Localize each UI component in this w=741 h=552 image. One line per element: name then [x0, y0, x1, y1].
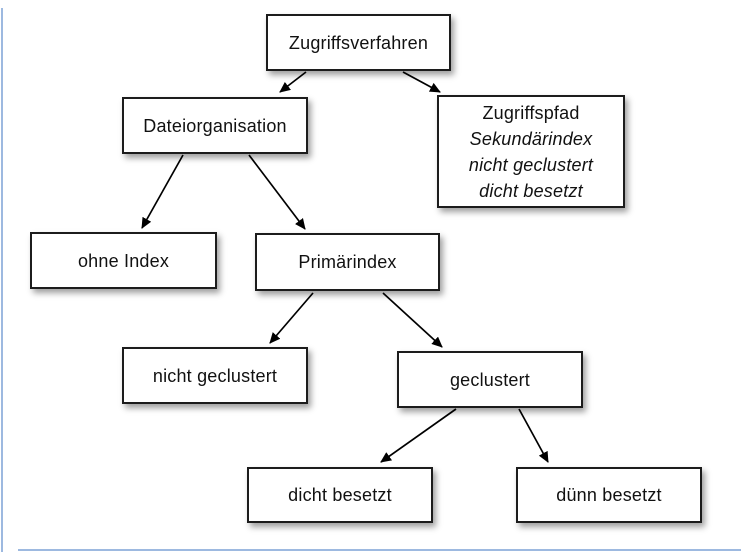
node-label: Dateiorganisation [143, 115, 287, 136]
edge-geclustert-duenn-besetzt [518, 408, 549, 463]
edge-primaerindex-geclustert [382, 292, 443, 348]
node-label: Zugriffsverfahren [288, 32, 429, 53]
node-dateiorganisation: Dateiorganisation [122, 97, 308, 154]
node-subline: Sekundärindex [469, 128, 593, 149]
edge-dateiorganisation-primaerindex [248, 154, 306, 230]
edge-dateiorganisation-ohne-index [141, 154, 184, 229]
node-nicht-geclustert: nicht geclustert [122, 347, 308, 404]
node-label: dicht besetzt [288, 485, 392, 505]
node-label: ohne Index [77, 250, 170, 271]
slide-edge-left [1, 8, 3, 552]
edge-primaerindex-nicht-geclustert [269, 292, 314, 344]
node-label: nicht geclustert [152, 365, 278, 386]
node-ohne-index: ohne Index [30, 232, 217, 289]
node-dicht-besetzt: dicht besetzt [247, 467, 433, 523]
slide-edge-bottom [18, 549, 741, 551]
node-subline: nicht geclustert [468, 154, 594, 175]
node-label: dünn besetzt [556, 485, 662, 505]
node-label: Primärindex [298, 252, 397, 272]
node-zugriffspfad: Zugriffspfad Sekundärindex nicht geclust… [437, 95, 625, 208]
node-primaerindex: Primärindex [255, 233, 440, 291]
edge-geclustert-dicht-besetzt [380, 408, 457, 463]
node-label: geclustert [449, 369, 531, 390]
edge-root-dateiorganisation [279, 71, 307, 93]
node-duenn-besetzt: dünn besetzt [516, 467, 702, 523]
node-subline: dicht besetzt [479, 180, 583, 201]
node-zugriffsverfahren: Zugriffsverfahren [266, 14, 451, 71]
edge-root-zugriffspfad [402, 71, 441, 93]
node-geclustert: geclustert [397, 351, 583, 408]
node-title: Zugriffspfad [482, 102, 580, 123]
